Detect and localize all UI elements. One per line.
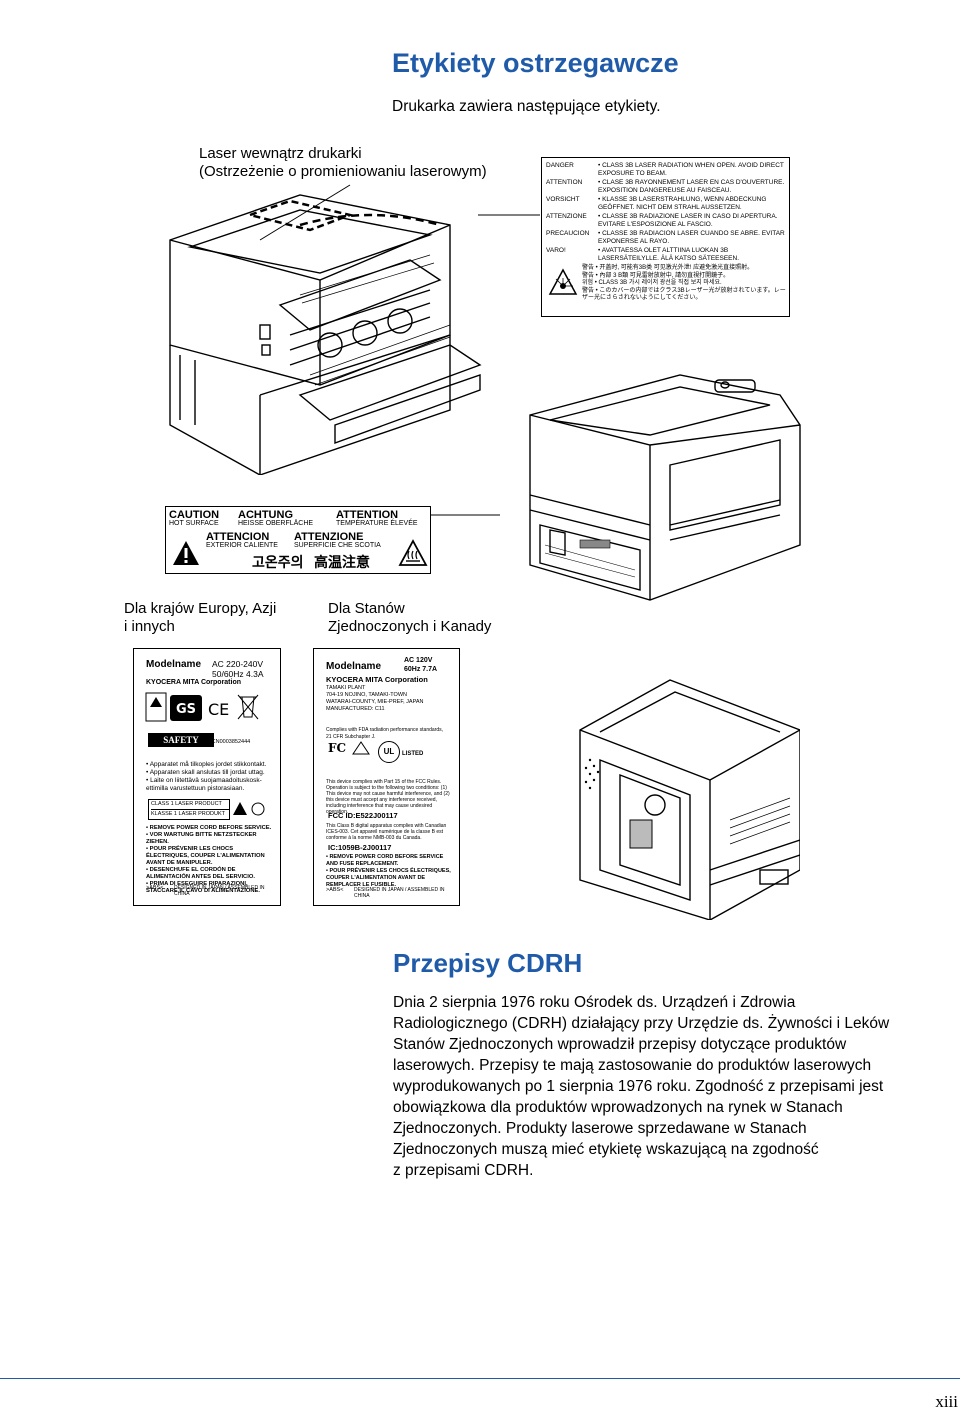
ul-mark: UL [378,741,400,763]
hot-surface-label: CAUTION HOT SURFACE ACHTUNG HEISSE OBERF… [165,506,431,574]
printer-front-illustration [529,374,801,601]
fcc-logo: FC [328,741,347,755]
page-number: xiii [935,1392,958,1411]
recycle-icon [352,741,370,755]
laser-class-icons [233,802,265,816]
svg-text:CE: CE [208,700,229,719]
us-rating-label: Modelname AC 120V 60Hz 7.7A KYOCERA MITA… [313,648,460,906]
hot-surface-icon [398,539,428,566]
svg-text:GS: GS [176,702,196,717]
laser-warning-label: DANGER• CLASS 3B LASER RADIATION WHEN OP… [541,157,790,317]
certification-marks: GS CE [145,692,259,722]
section-intro: Drukarka zawiera następujące etykiety. [392,98,661,115]
section-title-cdrh: Przepisy CDRH [393,948,583,978]
cdrh-paragraph: Dnia 2 sierpnia 1976 roku Ośrodek ds. Ur… [393,994,890,1179]
europe-caption: Dla krajów Europy, Azji i innych [124,600,277,635]
footer-rule [0,1378,960,1379]
eu-rating-label: Modelname AC 220-240V 50/60Hz 4.3A KYOCE… [133,648,281,906]
warning-triangle-icon [173,541,199,565]
laser-callout-line2: (Ostrzeżenie o promieniowaniu laserowym) [199,163,487,180]
us-caption: Dla Stanów Zjednoczonych i Kanady [328,600,492,635]
laser-hazard-icon [548,268,578,295]
printer-back-panel-illustration [579,679,800,920]
section-title-warning-labels: Etykiety ostrzegawcze [392,48,679,78]
laser-callout-line1: Laser wewnątrz drukarki [199,145,362,162]
printer-rear-illustration [169,194,482,475]
